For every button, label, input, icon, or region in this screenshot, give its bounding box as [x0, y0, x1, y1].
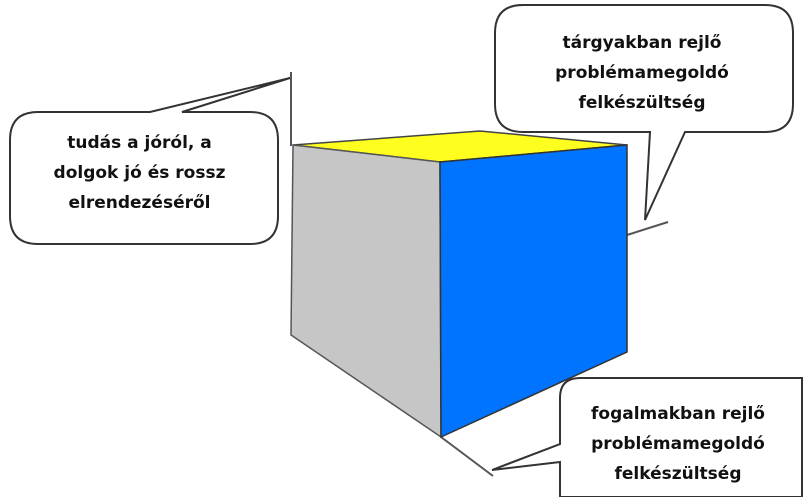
callout-bottom-right-line: felkészültség [558, 459, 798, 489]
right-axis-line [627, 222, 668, 235]
callout-left-line: elrendezéséről [12, 188, 267, 218]
callout-top-right-text: tárgyakban rejlő problémamegoldó felkész… [497, 28, 787, 118]
diagonal-axis-line [441, 437, 493, 476]
callout-top-right-line: felkészültség [497, 88, 787, 118]
callout-bottom-right-line: fogalmakban rejlő [558, 399, 798, 429]
callout-left-text: tudás a jóról, a dolgok jó és rossz elre… [12, 128, 267, 218]
callout-top-right-line: tárgyakban rejlő [497, 28, 787, 58]
callout-top-right-line: problémamegoldó [497, 58, 787, 88]
callout-left-line: dolgok jó és rossz [12, 158, 267, 188]
callout-bottom-right-line: problémamegoldó [558, 429, 798, 459]
cube-left-face [291, 145, 441, 437]
callout-bottom-right-text: fogalmakban rejlő problémamegoldó felkés… [558, 399, 798, 489]
callout-left-line: tudás a jóról, a [12, 128, 267, 158]
